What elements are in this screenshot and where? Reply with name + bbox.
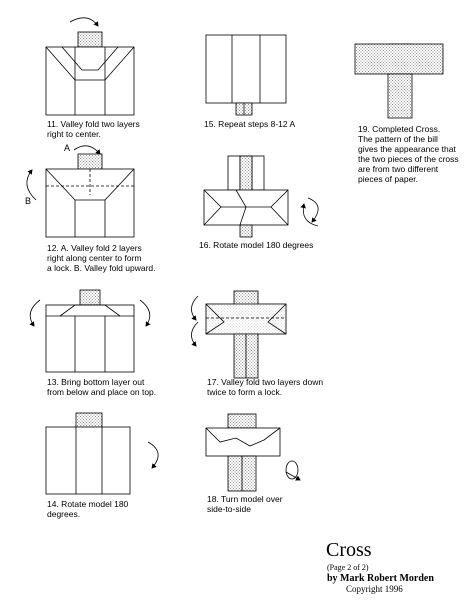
step-19-caption: 19. Completed Cross. The pattern of the … (358, 124, 459, 184)
step-11-caption: 11. Valley fold two layers right to cent… (47, 119, 140, 139)
label-b: B (25, 196, 32, 206)
step-18-caption: 18. Turn model over side-to-side (207, 494, 283, 514)
step-13-caption: 13. Bring bottom layer out from below an… (47, 377, 157, 397)
step-15-caption: 15. Repeat steps 8-12 A (204, 119, 296, 129)
step-12-caption: 12. A. Valley fold 2 layers right along … (47, 243, 156, 273)
step-16-caption: 16. Rotate model 180 degrees (199, 240, 314, 250)
step-19-figure (354, 43, 444, 119)
step-17-caption: 17. Valley fold two layers down twice to… (207, 377, 324, 397)
step-13-figure (29, 289, 151, 373)
step-16-figure (203, 155, 319, 238)
copyright-line: Copyright 1996 (346, 584, 403, 594)
step-12-figure (26, 145, 135, 238)
page-indicator: (Page 2 of 2) (327, 563, 369, 572)
step-18-figure (205, 413, 301, 492)
step-14-caption: 14. Rotate model 180 degrees. (47, 499, 129, 519)
step-11-figure (45, 17, 135, 116)
step-14-figure (45, 412, 159, 495)
step-15-figure (205, 34, 287, 116)
author-line: by Mark Robert Morden (327, 573, 434, 584)
label-a: A (64, 143, 71, 153)
step-17-figure (191, 290, 287, 379)
diagram-title: Cross (326, 539, 372, 561)
